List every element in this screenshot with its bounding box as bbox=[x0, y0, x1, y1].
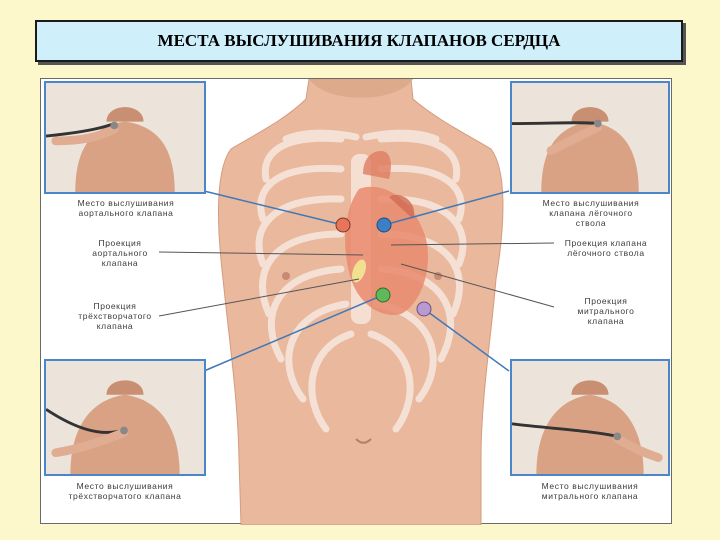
label-line: клапана bbox=[587, 316, 625, 326]
pulmonary-point bbox=[376, 217, 392, 233]
label-line: клапана bbox=[101, 258, 139, 268]
label-line: Место выслушивания bbox=[542, 198, 640, 208]
label-line: митрального клапана bbox=[541, 491, 639, 501]
label-line: аортального клапана bbox=[78, 208, 174, 218]
label-mitral-projection: Проекция митрального клапана bbox=[556, 296, 656, 326]
label-aortic-site: Место выслушивания аортального клапана bbox=[56, 198, 196, 218]
label-line: клапана лёгочного bbox=[549, 208, 633, 218]
label-line: трёхстворчатого клапана bbox=[68, 491, 182, 501]
leader-lines bbox=[203, 190, 510, 372]
label-line: митрального bbox=[577, 306, 635, 316]
aortic-point bbox=[335, 217, 351, 233]
illustration-panel: Место выслушивания аортального клапана М… bbox=[40, 78, 672, 525]
label-mitral-site: Место выслушивания митрального клапана bbox=[519, 481, 661, 501]
label-line: Место выслушивания bbox=[541, 481, 639, 491]
photo-pulmonary-site bbox=[510, 81, 670, 194]
label-line: аортального bbox=[92, 248, 148, 258]
label-line: Проекция bbox=[93, 301, 137, 311]
label-line: Место выслушивания bbox=[76, 481, 174, 491]
photo-aortic-site bbox=[44, 81, 206, 194]
label-line: лёгочного ствола bbox=[567, 248, 645, 258]
torso-illustration bbox=[158, 79, 555, 525]
label-pulmonary-projection: Проекция клапана лёгочного ствола bbox=[551, 238, 661, 258]
label-pulmonary-site: Место выслушивания клапана лёгочного ств… bbox=[521, 198, 661, 228]
label-line: трёхстворчатого bbox=[78, 311, 152, 321]
label-line: Проекция клапана bbox=[564, 238, 648, 248]
tricuspid-point bbox=[375, 287, 391, 303]
label-aortic-projection: Проекция аортального клапана bbox=[81, 238, 159, 268]
page-title: МЕСТА ВЫСЛУШИВАНИЯ КЛАПАНОВ СЕРДЦА bbox=[35, 20, 683, 62]
label-line: клапана bbox=[96, 321, 134, 331]
photo-tricuspid-site bbox=[44, 359, 206, 476]
label-tricuspid-projection: Проекция трёхстворчатого клапана bbox=[71, 301, 159, 331]
label-line: ствола bbox=[575, 218, 607, 228]
label-line: Проекция bbox=[584, 296, 628, 306]
label-tricuspid-site: Место выслушивания трёхстворчатого клапа… bbox=[49, 481, 201, 501]
mitral-point bbox=[416, 301, 432, 317]
label-line: Место выслушивания bbox=[77, 198, 175, 208]
projection-lines bbox=[158, 242, 555, 317]
label-line: Проекция bbox=[98, 238, 142, 248]
photo-mitral-site bbox=[510, 359, 670, 476]
